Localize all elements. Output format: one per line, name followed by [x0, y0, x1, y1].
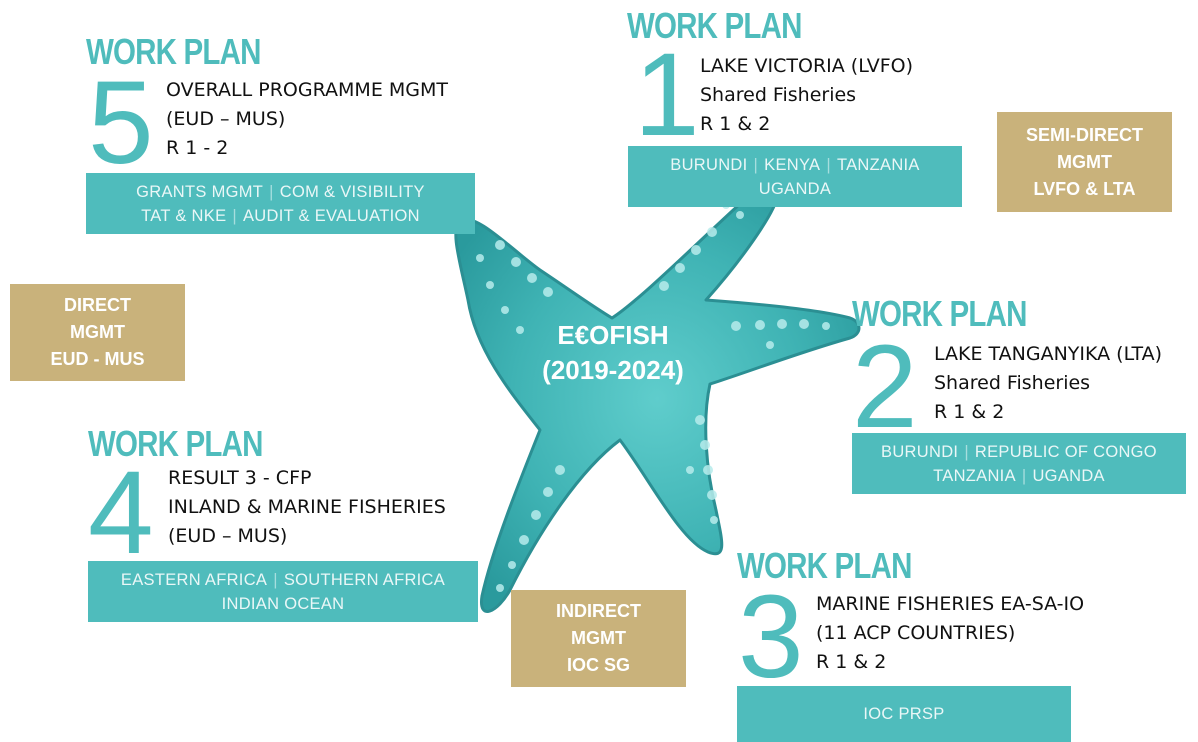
partner-row: IOC PRSP — [737, 702, 1071, 726]
work-plan-1-line: R 1 & 2 — [700, 113, 771, 135]
activity-item: AUDIT & EVALUATION — [242, 206, 420, 225]
country-item: BURUNDI — [881, 442, 959, 461]
work-plan-2-number: 2 — [852, 321, 918, 453]
work-plan-1-line: Shared Fisheries — [700, 84, 857, 106]
work-plan-1-details: LAKE VICTORIA (LVFO) Shared Fisheries R … — [700, 52, 913, 139]
work-plan-5-line: (EUD – MUS) — [166, 108, 286, 130]
mgmt-line: SEMI-DIRECT — [1026, 124, 1143, 145]
work-plan-5-number: 5 — [88, 57, 154, 189]
work-plan-2-title: WORK PLAN — [852, 293, 1027, 334]
mgmt-line: IOC SG — [566, 655, 630, 675]
mgmt-line: EUD - MUS — [50, 349, 145, 369]
partner-item: IOC PRSP — [863, 705, 945, 723]
region-item: SOUTHERN AFRICA — [283, 570, 446, 589]
country-item: REPUBLIC OF CONGO — [974, 442, 1157, 461]
separator: | — [269, 182, 274, 201]
mgmt-line: LVFO & LTA — [1033, 178, 1136, 199]
countries-row: BURUNDI | KENYA | TANZANIA — [628, 153, 962, 177]
work-plan-3-number: 3 — [738, 571, 804, 703]
separator: | — [232, 206, 237, 225]
work-plan-5-line: R 1 - 2 — [166, 137, 229, 159]
work-plan-3-line: MARINE FISHERIES EA-SA-IO — [816, 593, 1085, 615]
semi-direct-mgmt-box: SEMI-DIRECT MGMT LVFO & LTA — [997, 112, 1172, 212]
work-plan-2-countries: BURUNDI | REPUBLIC OF CONGO TANZANIA | UGAND… — [852, 433, 1186, 494]
work-plan-4-line: INLAND & MARINE FISHERIES — [168, 496, 446, 518]
work-plan-1-number: 1 — [634, 29, 700, 161]
work-plan-5-details: OVERALL PROGRAMME MGMT (EUD – MUS) R 1 -… — [166, 76, 448, 163]
work-plan-3-line: (11 ACP COUNTRIES) — [816, 622, 1016, 644]
work-plan-2-line: LAKE TANGANYIKA (LTA) — [934, 343, 1163, 365]
work-plan-4-line: (EUD – MUS) — [168, 525, 288, 547]
countries-row: TANZANIA | UGANDA — [852, 464, 1186, 488]
activity-item: TAT & NKE — [141, 206, 227, 225]
work-plan-5-title: WORK PLAN — [86, 31, 261, 72]
mgmt-line: INDIRECT — [556, 601, 641, 621]
work-plan-4-number: 4 — [88, 447, 154, 579]
separator: | — [964, 442, 969, 461]
activity-item: GRANTS MGMT — [136, 182, 264, 201]
region-item: EASTERN AFRICA — [120, 570, 268, 589]
separator: | — [753, 155, 759, 174]
direct-mgmt-box: DIRECT MGMT EUD - MUS — [10, 284, 185, 381]
work-plan-2-line: R 1 & 2 — [934, 401, 1005, 423]
work-plan-1-countries: BURUNDI | KENYA | TANZANIA UGANDA — [628, 146, 962, 207]
work-plan-4-title: WORK PLAN — [88, 423, 263, 464]
country-item: UGANDA — [758, 179, 832, 198]
country-item: UGANDA — [1032, 466, 1105, 485]
mgmt-line: MGMT — [571, 628, 626, 648]
regions-row: EASTERN AFRICA | SOUTHERN AFRICA — [88, 568, 478, 592]
work-plan-2-details: LAKE TANGANYIKA (LTA) Shared Fisheries R… — [934, 340, 1162, 427]
mgmt-line: MGMT — [1057, 151, 1112, 172]
work-plan-3-title: WORK PLAN — [737, 545, 912, 586]
activities-row: GRANTS MGMT | COM & VISIBILITY — [86, 180, 475, 204]
indirect-mgmt-box: INDIRECT MGMT IOC SG — [511, 590, 686, 687]
work-plan-4-regions: EASTERN AFRICA | SOUTHERN AFRICA INDIAN OC… — [88, 561, 478, 622]
regions-row: INDIAN OCEAN — [88, 592, 478, 616]
countries-row: UGANDA — [628, 177, 962, 201]
activity-item: COM & VISIBILITY — [279, 182, 425, 201]
work-plan-1-title: WORK PLAN — [627, 5, 802, 46]
program-years: (2019-2024) — [542, 355, 684, 385]
country-item: TANZANIA — [933, 466, 1016, 485]
program-name: E€OFISH — [557, 320, 669, 350]
countries-row: BURUNDI | REPUBLIC OF CONGO — [852, 440, 1186, 464]
program-title: E€OFISH (2019-2024) — [528, 318, 698, 388]
mgmt-line: MGMT — [70, 322, 125, 342]
mgmt-line: DIRECT — [64, 295, 131, 315]
country-item: TANZANIA — [836, 155, 920, 174]
work-plan-3-line: R 1 & 2 — [816, 651, 887, 673]
work-plan-3-details: MARINE FISHERIES EA-SA-IO (11 ACP COUNTR… — [816, 590, 1084, 677]
separator: | — [826, 155, 831, 174]
activities-row: TAT & NKE | AUDIT & EVALUATION — [86, 204, 475, 228]
region-item: INDIAN OCEAN — [221, 594, 345, 613]
work-plan-2-line: Shared Fisheries — [934, 372, 1091, 394]
work-plan-3-partner: IOC PRSP — [737, 686, 1071, 742]
separator: | — [1021, 466, 1027, 485]
work-plan-1-line: LAKE VICTORIA (LVFO) — [700, 55, 913, 77]
country-item: KENYA — [764, 155, 821, 174]
work-plan-4-details: RESULT 3 - CFP INLAND & MARINE FISHERIES… — [168, 464, 446, 551]
work-plan-5-line: OVERALL PROGRAMME MGMT — [166, 79, 448, 101]
separator: | — [273, 570, 278, 589]
starfish-body — [454, 184, 861, 613]
work-plan-5-activities: GRANTS MGMT | COM & VISIBILITY TAT & NKE | A… — [86, 173, 475, 234]
country-item: BURUNDI — [670, 155, 748, 174]
work-plan-4-line: RESULT 3 - CFP — [168, 467, 312, 489]
